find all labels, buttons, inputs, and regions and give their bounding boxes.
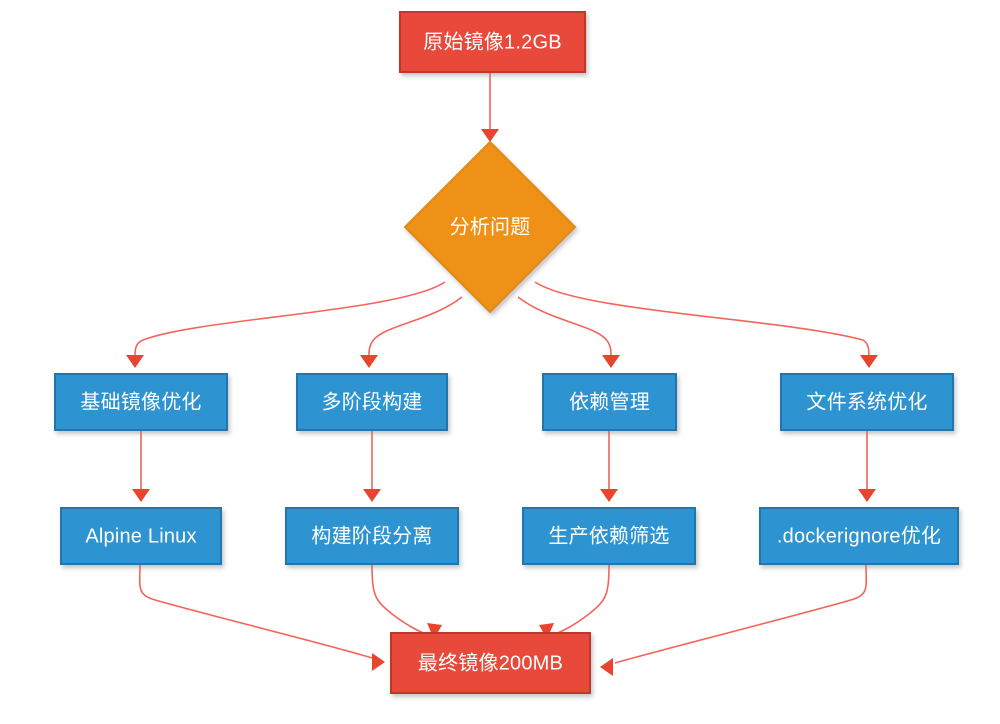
edge-analyze-to-dependency-arrowhead-icon: [602, 355, 620, 368]
node-base-image-optimization[interactable]: 基础镜像优化: [54, 373, 228, 431]
node-filesystem-optimization[interactable]: 文件系统优化: [780, 373, 954, 431]
node-analyze-problem-shape[interactable]: [403, 140, 577, 314]
edge-dependency-to-prodfilter-arrowhead-icon: [600, 489, 618, 502]
node-build-stage-separation-shape[interactable]: [285, 507, 459, 565]
node-analyze-problem-label: 分析问题: [450, 215, 531, 238]
edge-analyze-to-multistage-arrowhead-icon: [360, 355, 378, 368]
edge-base-to-alpine-arrowhead-icon: [132, 489, 150, 502]
node-filesystem-optimization-label: 文件系统优化: [806, 390, 927, 413]
edge-dependency-to-prodfilter: [600, 430, 618, 502]
edges-layer: [126, 72, 878, 676]
edge-prodfilter-to-final: [539, 563, 610, 639]
node-build-stage-separation[interactable]: 构建阶段分离: [285, 507, 459, 565]
edge-analyze-to-dependency: [517, 296, 620, 368]
node-alpine-linux-label: Alpine Linux: [85, 525, 196, 547]
node-filesystem-optimization-shape[interactable]: [780, 373, 954, 431]
node-multistage-build-shape[interactable]: [296, 373, 448, 431]
node-source-image-shape[interactable]: [399, 11, 586, 73]
edge-alpine-to-final: [138, 563, 385, 671]
edge-analyze-to-dependency-line: [517, 296, 612, 357]
node-final-image[interactable]: 最终镜像200MB: [390, 632, 591, 694]
edge-dockerignore-to-final: [600, 563, 868, 676]
edge-source-to-analyze-arrowhead-icon: [481, 129, 499, 142]
edge-buildstage-to-final-line: [371, 563, 429, 636]
node-alpine-linux-shape[interactable]: [60, 507, 222, 565]
edge-prodfilter-to-final-arrowhead-icon: [539, 623, 554, 639]
node-final-image-label: 最终镜像200MB: [418, 651, 563, 674]
edge-multistage-to-buildstage: [363, 430, 381, 502]
node-dependency-management[interactable]: 依赖管理: [542, 373, 677, 431]
edge-analyze-to-base: [126, 281, 446, 368]
edge-filesystem-to-dockerignore-arrowhead-icon: [858, 489, 876, 502]
node-source-image-label: 原始镜像1.2GB: [423, 30, 562, 53]
edge-analyze-to-filesystem: [534, 281, 878, 368]
edge-analyze-to-base-line: [134, 281, 446, 357]
edge-filesystem-to-dockerignore: [858, 430, 876, 502]
edge-alpine-to-final-line: [138, 563, 373, 659]
node-analyze-problem[interactable]: 分析问题: [403, 140, 577, 314]
node-build-stage-separation-label: 构建阶段分离: [311, 524, 432, 547]
node-base-image-optimization-label: 基础镜像优化: [80, 390, 201, 413]
edge-analyze-to-filesystem-arrowhead-icon: [860, 355, 878, 368]
edge-analyze-to-multistage: [360, 296, 463, 368]
node-alpine-linux[interactable]: Alpine Linux: [60, 507, 222, 565]
node-multistage-build-label: 多阶段构建: [322, 390, 423, 413]
edge-multistage-to-buildstage-arrowhead-icon: [363, 489, 381, 502]
node-production-dependency-filter-shape[interactable]: [522, 507, 696, 565]
node-dockerignore-optimization[interactable]: .dockerignore优化: [759, 507, 959, 565]
edge-base-to-alpine: [132, 430, 150, 502]
edge-dockerignore-to-final-line: [614, 563, 868, 664]
node-production-dependency-filter-label: 生产依赖筛选: [548, 524, 669, 547]
node-dependency-management-label: 依赖管理: [569, 390, 650, 413]
node-source-image[interactable]: 原始镜像1.2GB: [399, 11, 586, 73]
node-dependency-management-shape[interactable]: [542, 373, 677, 431]
edge-prodfilter-to-final-line: [552, 563, 610, 636]
node-production-dependency-filter[interactable]: 生产依赖筛选: [522, 507, 696, 565]
node-base-image-optimization-shape[interactable]: [54, 373, 228, 431]
edge-dockerignore-to-final-arrowhead-icon: [600, 658, 613, 676]
node-dockerignore-optimization-shape[interactable]: [759, 507, 959, 565]
edge-analyze-to-base-arrowhead-icon: [126, 355, 144, 368]
edge-source-to-analyze: [481, 72, 499, 142]
edge-buildstage-to-final: [371, 563, 442, 639]
edge-alpine-to-final-arrowhead-icon: [372, 653, 385, 671]
node-dockerignore-optimization-label: .dockerignore优化: [777, 524, 941, 547]
node-final-image-shape[interactable]: [390, 632, 591, 694]
edge-analyze-to-filesystem-line: [534, 281, 870, 357]
node-multistage-build[interactable]: 多阶段构建: [296, 373, 448, 431]
edge-buildstage-to-final-arrowhead-icon: [427, 623, 442, 639]
edge-analyze-to-multistage-line: [368, 296, 463, 357]
